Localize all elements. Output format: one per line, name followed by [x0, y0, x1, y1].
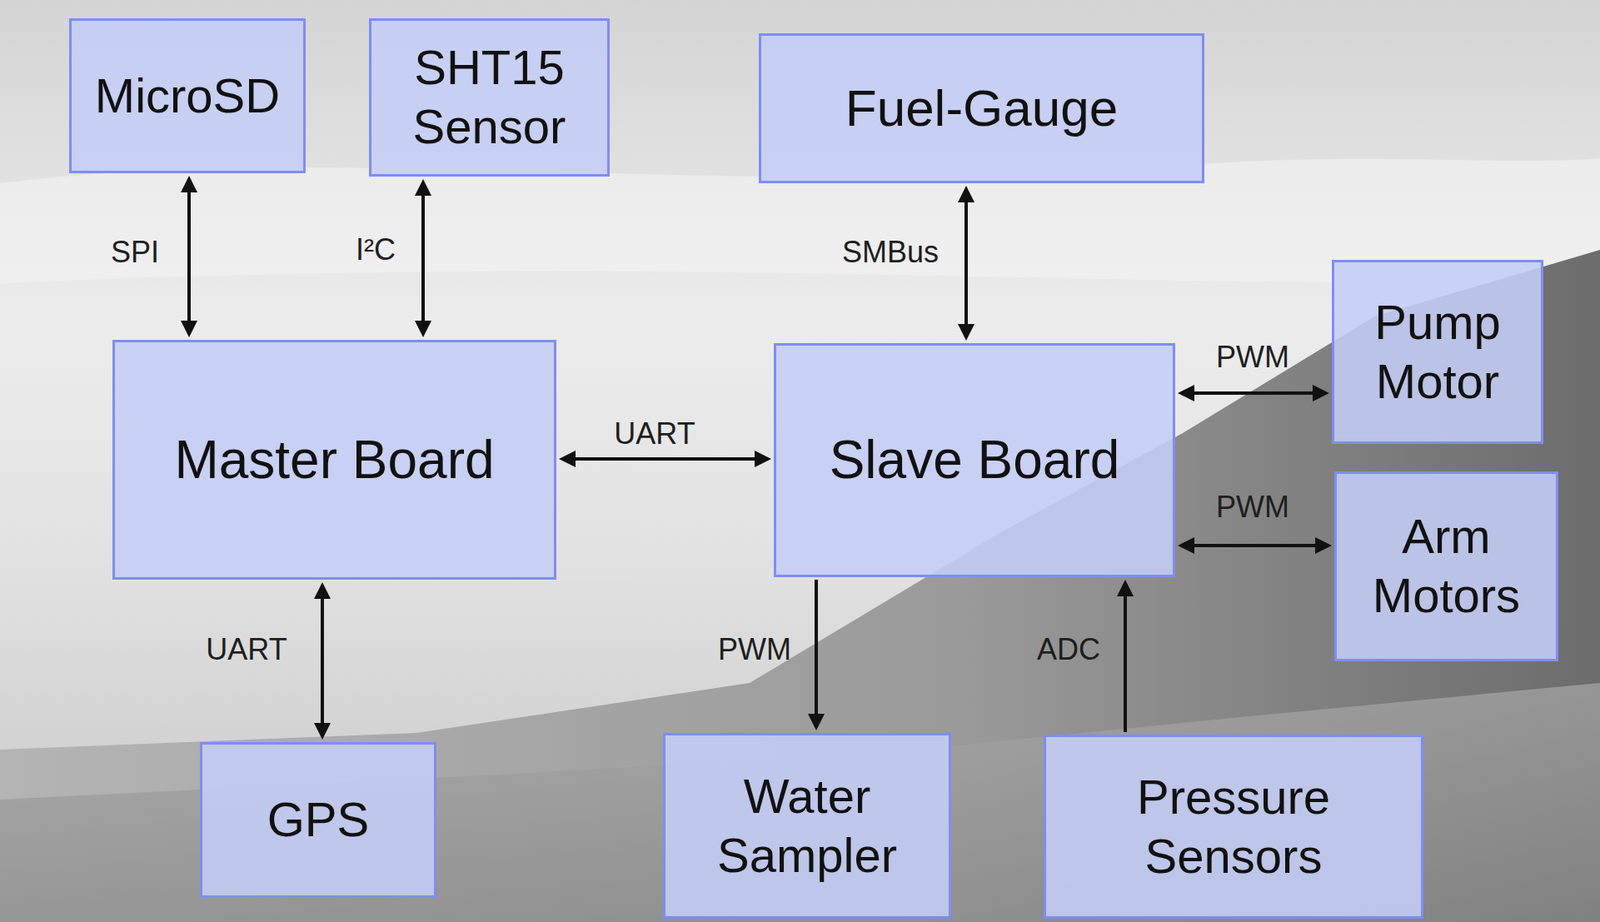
component-box: Arm Motors: [1334, 471, 1559, 662]
bus-label: PWM: [717, 633, 792, 667]
arrow-head: [754, 450, 772, 468]
component-box: SHT15 Sensor: [368, 18, 610, 177]
arrow-head: [1116, 579, 1134, 597]
component-name: SHT15 Sensor: [378, 38, 600, 157]
arrow-head: [807, 713, 825, 731]
component-box: Master Board: [112, 339, 557, 580]
arrow-head: [957, 323, 975, 341]
component-box: Pump Motor: [1331, 259, 1544, 444]
component-box: Fuel-Gauge: [758, 33, 1205, 184]
arrow-head: [1312, 384, 1330, 402]
component-box: Water Sampler: [662, 732, 952, 919]
connector-line: [573, 457, 757, 461]
component-name: Fuel-Gauge: [845, 76, 1118, 140]
arrow-head: [1177, 537, 1195, 554]
connector-line: [187, 190, 191, 323]
arrow-head: [414, 320, 432, 338]
signal-connector: [957, 185, 975, 341]
signal-connector: [1177, 537, 1332, 554]
arrow-head: [314, 582, 331, 599]
bus-label: UART: [613, 417, 695, 451]
component-box: GPS: [199, 742, 437, 898]
component-name: Water Sampler: [672, 767, 942, 886]
arrow-head: [180, 320, 198, 338]
bus-label: SMBus: [842, 235, 939, 270]
connector-line: [1123, 594, 1127, 733]
signal-connector: [180, 175, 198, 338]
connector-line: [421, 194, 425, 323]
component-box: MicroSD: [69, 18, 306, 174]
component-name: Pump Motor: [1341, 293, 1534, 412]
component-name: GPS: [267, 790, 370, 850]
bus-label: I²C: [355, 233, 396, 267]
bus-label: PWM: [1216, 490, 1290, 524]
connector-line: [964, 200, 968, 326]
signal-connector: [1116, 579, 1134, 733]
component-name: Master Board: [174, 427, 494, 493]
arrow-head: [558, 450, 576, 468]
arrow-head: [314, 722, 331, 740]
arrow-head: [414, 179, 432, 196]
arrow-head: [1177, 384, 1195, 402]
signal-connector: [314, 582, 331, 740]
arrow-head: [180, 175, 198, 193]
bus-label: PWM: [1216, 340, 1290, 374]
mountain-slope: [0, 249, 1600, 922]
signal-connector: [414, 179, 432, 338]
component-box: Slave Board: [773, 343, 1176, 578]
bus-label: ADC: [1036, 633, 1101, 667]
bus-label: UART: [205, 633, 287, 667]
connector-line: [814, 579, 818, 716]
connector-line: [320, 597, 324, 725]
arrow-head: [1315, 537, 1332, 554]
signal-connector: [1177, 384, 1330, 402]
bus-label: SPI: [110, 235, 160, 270]
component-name: Arm Motors: [1344, 507, 1549, 626]
component-name: Slave Board: [829, 427, 1121, 493]
arrow-head: [957, 185, 975, 203]
signal-connector: [558, 450, 772, 468]
connector-line: [1192, 391, 1315, 395]
component-box: Pressure Sensors: [1043, 734, 1424, 919]
component-name: Pressure Sensors: [1053, 767, 1414, 887]
mountain-foreground: [0, 682, 1600, 922]
component-name: MicroSD: [94, 66, 280, 126]
signal-connector: [807, 579, 825, 731]
connector-line: [1192, 543, 1317, 548]
